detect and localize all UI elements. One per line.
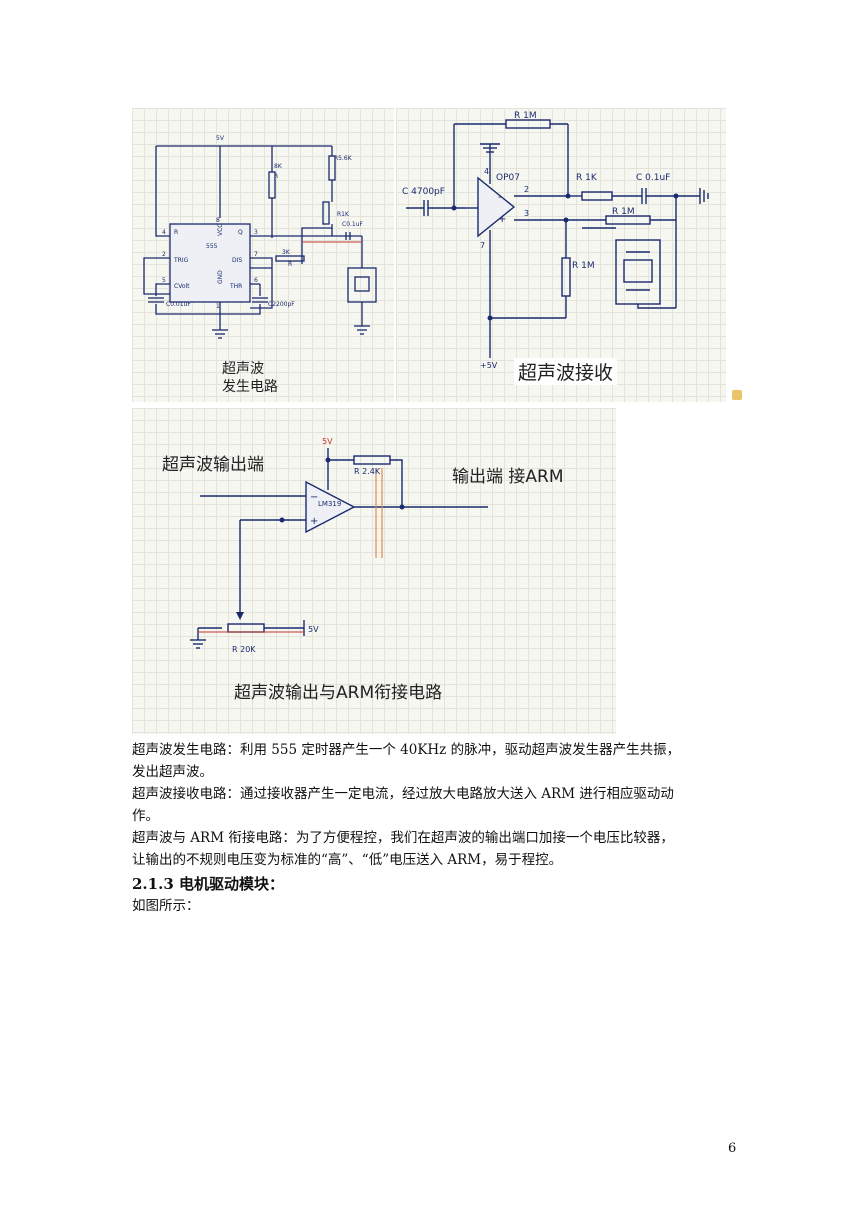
pin-num-6: 6	[254, 277, 258, 284]
paragraph-generator-line1: 超声波发生电路：利用 555 定时器产生一个 40KHz 的脉冲，驱动超声波发生…	[132, 742, 681, 758]
comp-minus: −	[310, 492, 318, 503]
section-heading: 2.1.3 电机驱动模块：	[132, 875, 284, 893]
paragraph-receiver-line1: 超声波接收电路：通过接收器产生一定电流，经过放大电路放大送入 ARM 进行相应驱…	[132, 786, 674, 802]
label-r8k-r: R	[274, 173, 278, 180]
comparator-caption: 超声波输出与ARM衔接电路	[234, 683, 443, 703]
label-r3k: 3K	[282, 249, 291, 256]
paragraph-generator-line2: 发出超声波。	[132, 764, 213, 780]
label-r1m-bot: R 1M	[572, 261, 595, 271]
figure-comparator-circuit: 5V R 2.4K LM319 − + 5V R 20K 超声波输出端 输出端 …	[132, 408, 616, 734]
pin-trig: TRIG	[173, 257, 189, 264]
pin-num-3: 3	[254, 229, 258, 236]
label-r1m-top: R 1M	[514, 111, 537, 121]
paragraph-as-shown: 如图所示：	[132, 898, 200, 914]
label-5v: 5V	[216, 135, 225, 142]
label-r3k-r: R	[288, 261, 292, 268]
comp-plus: +	[310, 516, 318, 527]
pin-num-7: 7	[480, 241, 485, 250]
label-r1k: R1K	[337, 211, 350, 218]
label-gnd: GND	[217, 270, 224, 284]
label-c4700: C 4700pF	[402, 187, 445, 197]
pin-num-5: 5	[162, 277, 166, 284]
label-r20k: R 20K	[232, 645, 256, 654]
watermark-icon	[732, 390, 742, 400]
pin-r: R	[174, 229, 178, 236]
label-plus5v: +5V	[480, 361, 498, 370]
pin-num-4: 4	[162, 229, 166, 236]
label-r56k: R5.6K	[334, 155, 353, 162]
label-c001: C0.01uF	[166, 301, 191, 308]
label-op07: OP07	[496, 173, 520, 183]
pin-num-2: 2	[162, 251, 166, 258]
pin-num-1: 1	[216, 303, 220, 310]
pin-thr: THR	[229, 283, 242, 290]
comparator-schematic: 5V R 2.4K LM319 − + 5V R 20K	[190, 437, 488, 654]
figure-receiver-circuit: R 1M C 4700pF OP07 R 1K C 0.1uF R 1M R 1…	[396, 108, 726, 402]
pin-num-7: 7	[254, 251, 258, 258]
label-555: 555	[206, 243, 218, 250]
label-r1k: R 1K	[576, 173, 598, 183]
figure-generator-circuit: 5V 8K R R5.6K R1K C0.1uF 3K R 555 VCC GN…	[132, 108, 394, 402]
generator-schematic: 5V 8K R R5.6K R1K C0.1uF 3K R 555 VCC GN…	[143, 135, 377, 339]
receiver-schematic: R 1M C 4700pF OP07 R 1K C 0.1uF R 1M R 1…	[402, 111, 709, 370]
pin-cvolt: CVolt	[174, 283, 190, 290]
comparator-title-left: 超声波输出端	[162, 455, 264, 475]
label-vcc: VCC	[217, 224, 224, 236]
label-r8k: 8K	[274, 163, 283, 170]
pin-num-8: 8	[216, 217, 220, 224]
op-plus: +	[498, 214, 506, 225]
label-c01: C 0.1uF	[636, 173, 670, 183]
label-r1m-mid: R 1M	[612, 207, 635, 217]
label-5v-top: 5V	[322, 437, 333, 446]
paragraph-receiver-line2: 作。	[132, 808, 159, 824]
pin-num-3: 3	[524, 209, 529, 218]
comparator-title-right: 输出端 接ARM	[452, 467, 564, 487]
generator-caption-line2: 发生电路	[222, 379, 278, 395]
label-lm319: LM319	[318, 500, 341, 508]
label-r24k: R 2.4K	[354, 467, 381, 476]
paragraph-interface-line2: 让输出的不规则电压变为标准的“高”、“低”电压送入 ARM，易于程控。	[132, 852, 563, 868]
label-c2200: C2200pF	[268, 301, 295, 308]
op-minus: -	[498, 192, 502, 203]
label-c01: C0.1uF	[342, 221, 364, 228]
receiver-caption: 超声波接收	[514, 358, 618, 385]
paragraph-interface-line1: 超声波与 ARM 衔接电路：为了方便程控，我们在超声波的输出端口加接一个电压比较…	[132, 830, 674, 846]
pin-dis: DIS	[232, 257, 242, 264]
pin-num-2: 2	[524, 185, 529, 194]
label-5v-right: 5V	[308, 625, 319, 634]
pin-q: Q	[238, 229, 243, 236]
generator-caption-line1: 超声波	[222, 361, 264, 377]
pin-num-4: 4	[484, 167, 489, 176]
page-number: 6	[728, 1141, 737, 1156]
